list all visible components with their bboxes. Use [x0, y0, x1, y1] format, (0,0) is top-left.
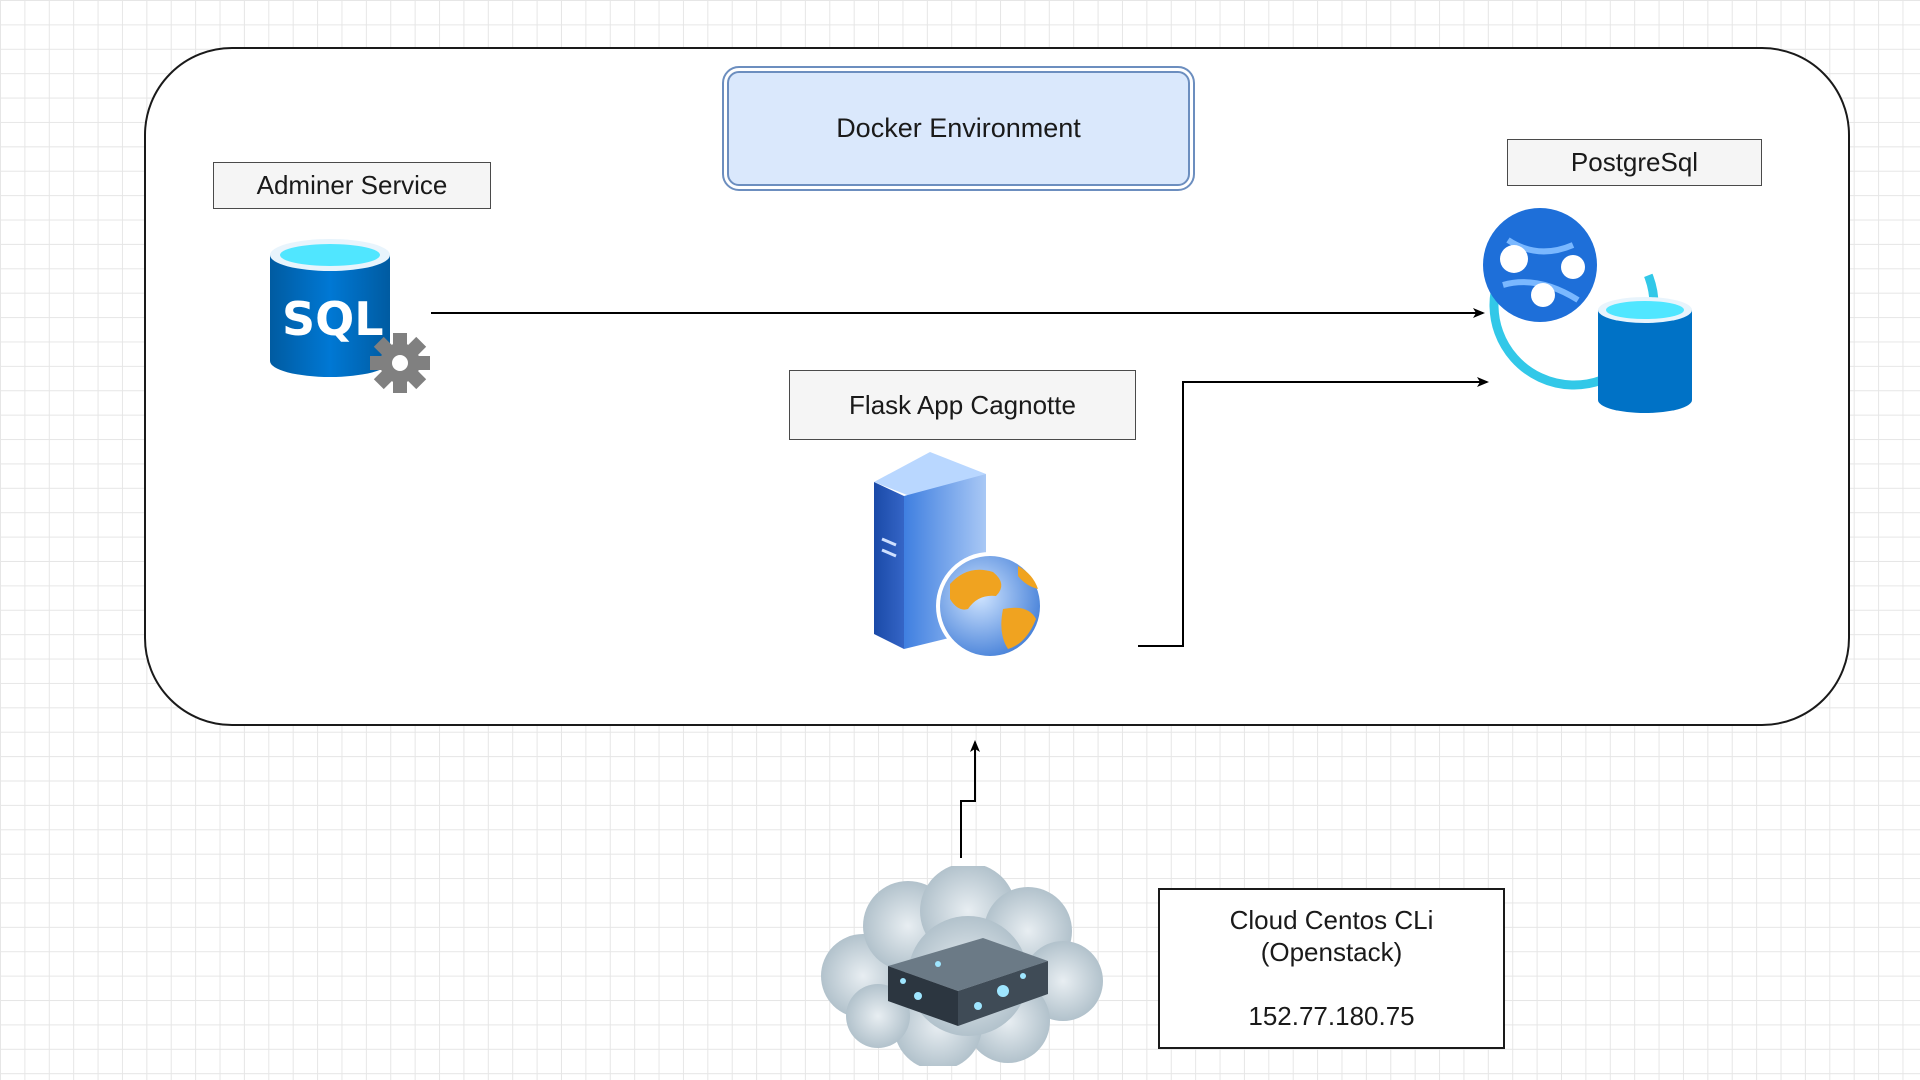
edge-cloud-to-flask	[960, 740, 980, 858]
flask-label-box[interactable]: Flask App Cagnotte	[789, 370, 1136, 440]
cloud-info-box[interactable]: Cloud Centos CLi (Openstack) 152.77.180.…	[1158, 888, 1505, 1049]
docker-environment-title[interactable]: Docker Environment	[722, 66, 1195, 191]
web-server-globe-icon	[874, 452, 1044, 660]
flask-label: Flask App Cagnotte	[849, 389, 1076, 420]
adminer-label-box[interactable]: Adminer Service	[213, 162, 491, 209]
edge-flask-to-postgres	[1138, 377, 1489, 647]
cloud-server-icon	[821, 866, 1103, 1066]
adminer-label: Adminer Service	[256, 170, 448, 200]
postgres-label-box[interactable]: PostgreSql	[1507, 139, 1762, 186]
svg-text:SQL: SQL	[282, 292, 384, 346]
postgres-label: PostgreSql	[1570, 147, 1699, 177]
cloud-provider-line: (Openstack)	[1260, 937, 1403, 967]
cloud-name-line: Cloud Centos CLi	[1229, 905, 1434, 935]
sql-database-gear-icon: SQL	[270, 239, 430, 393]
docker-environment-label: Docker Environment	[836, 113, 1081, 143]
database-web-app-icon	[1483, 208, 1692, 413]
cloud-ip-address: 152.77.180.75	[1248, 1001, 1415, 1031]
